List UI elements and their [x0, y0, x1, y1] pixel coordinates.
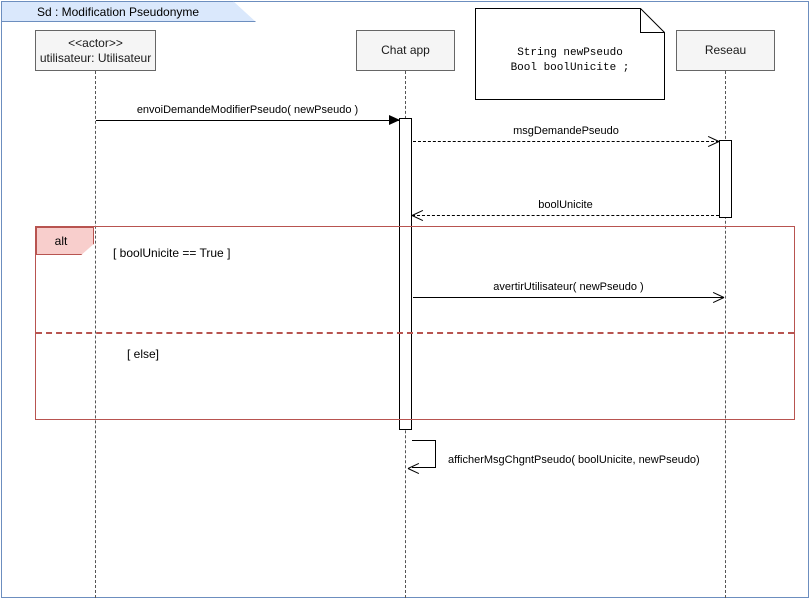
message-label: boolUnicite: [538, 199, 593, 211]
message-label: avertirUtilisateur( newPseudo ): [493, 281, 644, 293]
fragment-operand-divider: [36, 332, 794, 334]
note-line-1: String newPseudo: [517, 47, 623, 59]
lifeline-head-chatapp[interactable]: Chat app: [356, 30, 455, 71]
arrowhead-open-icon: [408, 462, 420, 474]
self-message-loop[interactable]: [412, 440, 436, 468]
fragment-guard-1: [ boolUnicite == True ]: [113, 246, 231, 260]
message-label: msgDemandePseudo: [513, 125, 619, 137]
lifeline-stereotype-utilisateur: <<actor>>: [68, 35, 123, 50]
diagram-frame-tab: Sd : Modification Pseudonyme: [1, 1, 256, 22]
note-line-2: Bool boolUnicite ;: [510, 62, 630, 74]
lifeline-name-reseau: Reseau: [704, 43, 747, 57]
activation-bar-reseau: [719, 140, 732, 218]
lifeline-utilisateur: [95, 71, 96, 598]
lifeline-reseau: [725, 71, 726, 598]
message-line: [412, 215, 719, 216]
diagram-title: Sd : Modification Pseudonyme: [36, 5, 200, 19]
lifeline-name-utilisateur: utilisateur: Utilisateur: [39, 50, 152, 65]
fragment-guard-2: [ else]: [127, 347, 160, 361]
arrowhead-filled-icon: [389, 115, 400, 125]
lifeline-head-utilisateur[interactable]: <<actor>> utilisateur: Utilisateur: [35, 30, 156, 71]
lifeline-name-chatapp: Chat app: [381, 43, 430, 57]
fragment-operator-tag: alt: [36, 227, 94, 255]
activation-bar-chatapp: [399, 118, 412, 430]
self-message-label: afficherMsgChgntPseudo( boolUnicite, new…: [448, 454, 700, 466]
message-line: [413, 141, 719, 142]
message-line: [413, 297, 724, 298]
lifeline-head-reseau[interactable]: Reseau: [676, 30, 775, 71]
note-shape-icon: [475, 8, 665, 100]
message-line: [96, 120, 399, 121]
combined-fragment-alt: [35, 226, 795, 420]
fragment-operator-label: alt: [54, 234, 68, 248]
note-box: String newPseudo Bool boolUnicite ;: [475, 8, 665, 100]
message-label: envoiDemandeModifierPseudo( newPseudo ): [136, 104, 359, 116]
